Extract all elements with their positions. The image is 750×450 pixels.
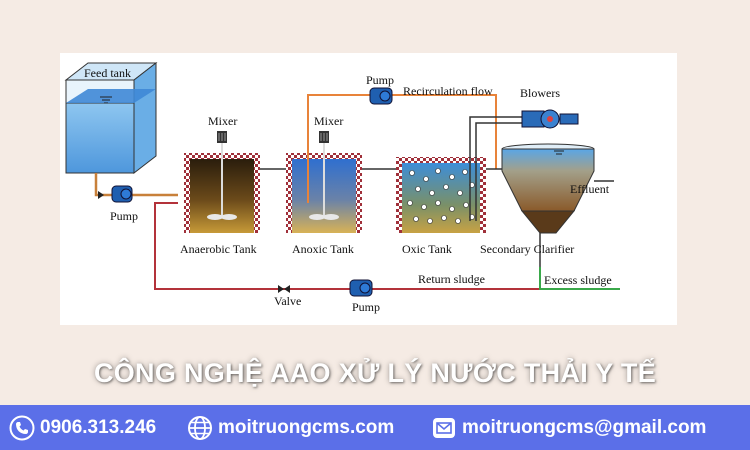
feed-pump-icon <box>98 185 133 203</box>
website-link[interactable]: moitruongcms.com <box>218 416 395 438</box>
anaerobic-tank <box>184 141 260 233</box>
recirculation-flow-label: Recirculation flow <box>403 84 493 98</box>
phone-number: 0906.313.246 <box>40 416 157 438</box>
feed-tank <box>64 61 158 175</box>
contact-bar: 0906.313.246 moitruongcms.com moitruongc… <box>0 405 750 450</box>
feed-pump-label: Pump <box>110 209 138 223</box>
return-pump-icon <box>349 279 373 297</box>
blower-icon <box>521 109 579 129</box>
return-sludge-label: Return sludge <box>418 272 485 286</box>
recirculation-pump-icon <box>369 87 393 105</box>
mixer-icon <box>217 131 227 143</box>
return-pump-label: Pump <box>352 300 380 314</box>
mixer-label-1: Mixer <box>208 114 237 128</box>
feed-pipe <box>94 173 178 197</box>
effluent-label: Effluent <box>570 182 610 196</box>
anoxic-tank-label: Anoxic Tank <box>292 242 354 256</box>
excess-sludge-label: Excess sludge <box>544 273 612 287</box>
phone-contact[interactable]: 0906.313.246 <box>8 405 156 450</box>
valve-label: Valve <box>274 294 301 308</box>
air-line <box>469 116 522 221</box>
anoxic-tank <box>286 141 362 233</box>
mixer-icon <box>319 131 329 143</box>
oxic-tank-label: Oxic Tank <box>402 242 452 256</box>
feed-tank-label: Feed tank <box>84 66 131 80</box>
email-contact[interactable]: moitruongcms@gmail.com <box>430 405 706 450</box>
process-diagram: Feed tank Pump Mixer Anaerobic Tank Mixe… <box>60 53 677 325</box>
website-contact[interactable]: moitruongcms.com <box>186 405 394 450</box>
secondary-clarifier <box>501 143 595 267</box>
phone-icon <box>8 414 36 442</box>
mixer-label-2: Mixer <box>314 114 343 128</box>
blowers-label: Blowers <box>520 86 560 100</box>
mail-icon <box>430 414 458 442</box>
recirculation-pump-label: Pump <box>366 73 394 87</box>
excess-sludge-line <box>539 267 620 290</box>
globe-icon <box>186 414 214 442</box>
oxic-tank <box>396 157 486 233</box>
page-title: CÔNG NGHỆ AAO XỬ LÝ NƯỚC THẢI Y TẾ <box>93 358 657 388</box>
return-sludge-line <box>154 202 540 293</box>
email-link[interactable]: moitruongcms@gmail.com <box>462 416 707 438</box>
anaerobic-tank-label: Anaerobic Tank <box>180 242 257 256</box>
secondary-clarifier-label: Secondary Clarifier <box>480 242 574 256</box>
